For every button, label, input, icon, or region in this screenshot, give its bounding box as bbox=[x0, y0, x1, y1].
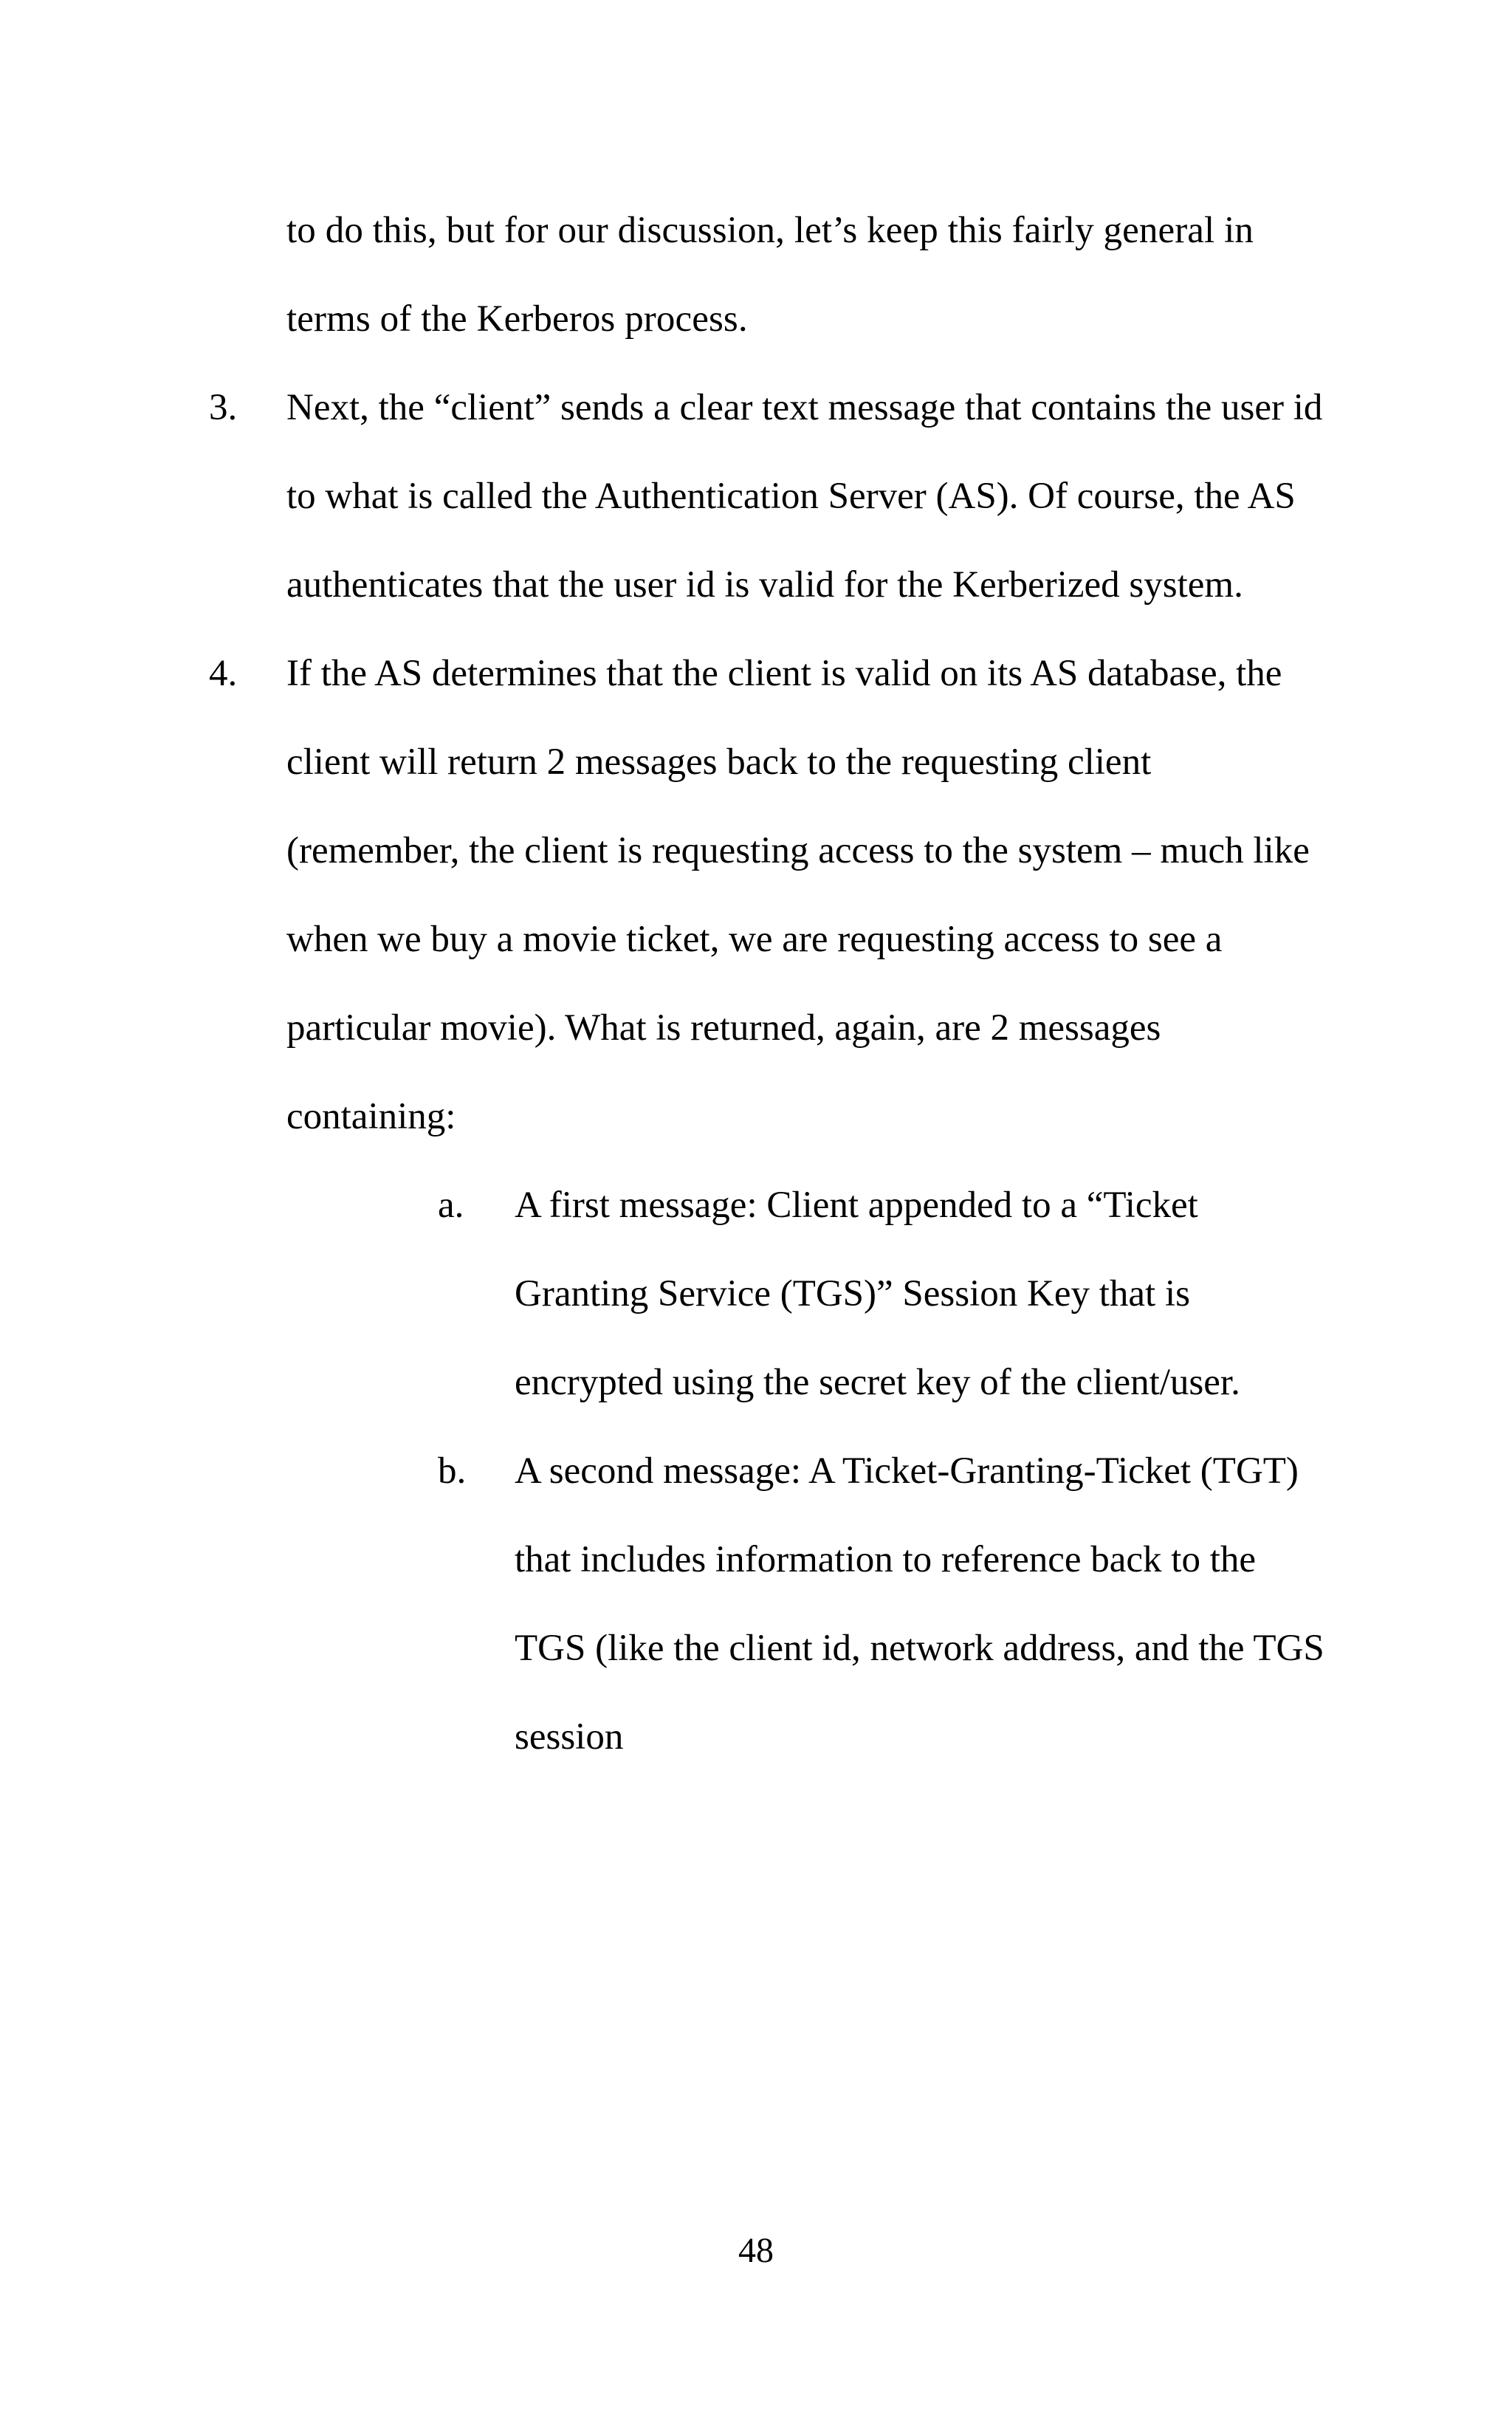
sublist-item-a: a. A first message: Client appended to a… bbox=[438, 1161, 1327, 1427]
continuation-paragraph: to do this, but for our discussion, let’… bbox=[286, 210, 1254, 340]
list-marker-4: 4. bbox=[209, 653, 238, 694]
page-content: to do this, but for our discussion, let’… bbox=[209, 186, 1327, 1781]
list-item-4: 4. If the AS determines that the client … bbox=[209, 629, 1327, 1781]
sublist-marker-a: a. bbox=[438, 1185, 464, 1226]
list-item-3: 3. Next, the “client” sends a clear text… bbox=[209, 363, 1327, 629]
list-marker-3: 3. bbox=[209, 387, 238, 428]
sublist-item-b-text: A second message: A Ticket-Granting-Tick… bbox=[515, 1450, 1324, 1758]
sublist-item-a-text: A first message: Client appended to a “T… bbox=[515, 1185, 1240, 1403]
sublist-item-b: b. A second message: A Ticket-Granting-T… bbox=[438, 1427, 1327, 1781]
numbered-list: 3. Next, the “client” sends a clear text… bbox=[209, 363, 1327, 1781]
page-number: 48 bbox=[738, 2231, 774, 2270]
list-item-3-text: Next, the “client” sends a clear text me… bbox=[286, 387, 1323, 606]
list-item-4-text: If the AS determines that the client is … bbox=[286, 653, 1310, 1137]
lettered-sublist: a. A first message: Client appended to a… bbox=[286, 1161, 1327, 1781]
sublist-marker-b: b. bbox=[438, 1450, 467, 1492]
